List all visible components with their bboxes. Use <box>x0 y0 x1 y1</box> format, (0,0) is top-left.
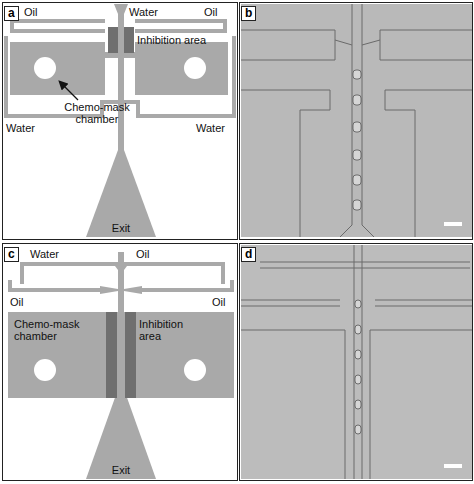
channel-label: Oil <box>10 296 23 308</box>
channel-label: Oil <box>24 6 37 18</box>
panel-letter: d <box>241 247 256 262</box>
channel-label: Chemo-mask chamber <box>62 101 132 125</box>
channel-label: Water <box>6 122 35 134</box>
panel-letter: b <box>241 6 256 21</box>
channel-label: Oil <box>204 6 217 18</box>
channel-label: Water <box>30 248 59 260</box>
channel-label: Exit <box>108 464 134 476</box>
panel-letter: a <box>4 6 19 21</box>
panel-letter: c <box>4 247 19 262</box>
channel-label: Water <box>129 6 158 18</box>
figure-panel: d <box>239 243 473 481</box>
channel-label: Oil <box>136 248 149 260</box>
figure-panel: c <box>2 243 238 481</box>
channel-label: Chemo-mask chamber <box>14 318 84 342</box>
channel-label: Exit <box>108 222 134 234</box>
figure-panel: b <box>239 2 473 240</box>
channel-label: Water <box>196 122 225 134</box>
channel-label: Inhibition area <box>137 34 227 46</box>
channel-label: Oil <box>212 296 225 308</box>
channel-label: Inhibition area <box>139 318 189 342</box>
